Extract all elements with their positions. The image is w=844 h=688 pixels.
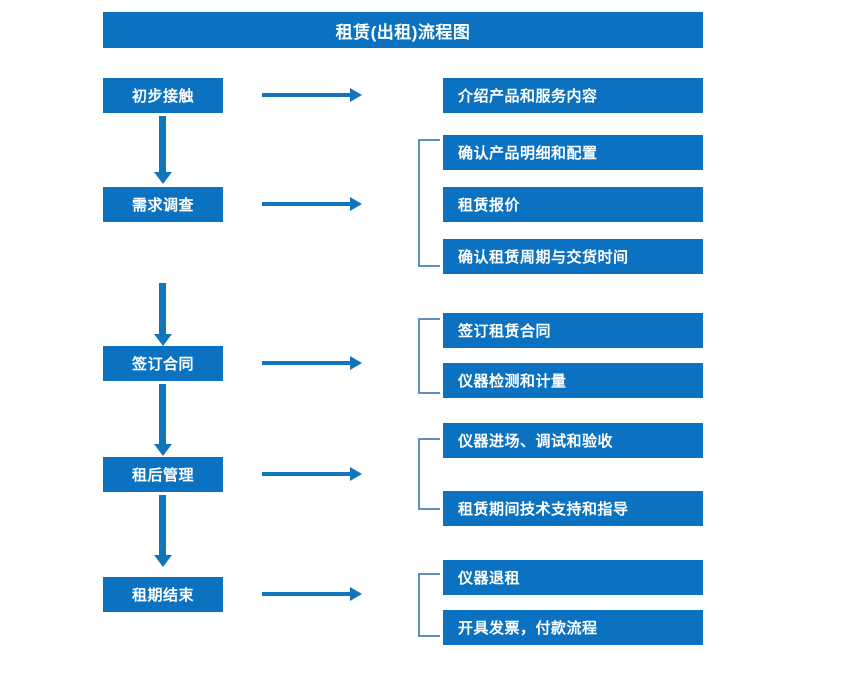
arrow-shaft: [262, 202, 352, 206]
stage-box-2[interactable]: 需求调查: [103, 187, 223, 222]
arrow-shaft: [262, 361, 352, 365]
detail-box-4-2[interactable]: 租赁期间技术支持和指导: [443, 491, 703, 526]
detail-box-2-2[interactable]: 租赁报价: [443, 187, 703, 222]
arrow-right-stage-2: [262, 197, 362, 211]
arrow-head: [350, 88, 362, 102]
group-bracket-2: [418, 139, 440, 267]
detail-box-1-1[interactable]: 介绍产品和服务内容: [443, 78, 703, 113]
group-bracket-4: [418, 438, 440, 510]
detail-box-3-2[interactable]: 仪器检测和计量: [443, 363, 703, 398]
arrow-shaft: [262, 472, 352, 476]
group-bracket-3: [418, 318, 440, 394]
arrow-head: [350, 197, 362, 211]
arrow-down-stage-3-to-4: [154, 384, 172, 456]
arrow-head: [154, 555, 172, 567]
stage-box-3[interactable]: 签订合同: [103, 346, 223, 381]
arrow-shaft: [262, 93, 352, 97]
arrow-right-stage-4: [262, 467, 362, 481]
arrow-right-stage-1: [262, 88, 362, 102]
group-bracket-5: [418, 573, 440, 637]
detail-box-2-3[interactable]: 确认租赁周期与交货时间: [443, 239, 703, 274]
arrow-shaft: [262, 592, 352, 596]
arrow-right-stage-3: [262, 356, 362, 370]
arrow-right-stage-5: [262, 587, 362, 601]
detail-box-5-1[interactable]: 仪器退租: [443, 560, 703, 595]
arrow-head: [350, 467, 362, 481]
detail-box-5-2[interactable]: 开具发票，付款流程: [443, 610, 703, 645]
stage-box-1[interactable]: 初步接触: [103, 78, 223, 113]
arrow-head: [154, 444, 172, 456]
detail-box-3-1[interactable]: 签订租赁合同: [443, 313, 703, 348]
detail-box-2-1[interactable]: 确认产品明细和配置: [443, 135, 703, 170]
arrow-shaft: [159, 283, 166, 334]
arrow-head: [350, 587, 362, 601]
arrow-head: [154, 172, 172, 184]
arrow-shaft: [159, 116, 166, 172]
arrow-down-stage-1-to-2: [154, 116, 172, 184]
arrow-head: [154, 334, 172, 346]
arrow-shaft: [159, 495, 166, 555]
detail-box-4-1[interactable]: 仪器进场、调试和验收: [443, 423, 703, 458]
arrow-down-stage-4-to-5: [154, 495, 172, 567]
stage-box-5[interactable]: 租期结束: [103, 577, 223, 612]
arrow-head: [350, 356, 362, 370]
arrow-down-stage-2-to-3: [154, 283, 172, 346]
stage-box-4[interactable]: 租后管理: [103, 457, 223, 492]
arrow-shaft: [159, 384, 166, 444]
page-title: 租赁(出租)流程图: [103, 12, 703, 48]
